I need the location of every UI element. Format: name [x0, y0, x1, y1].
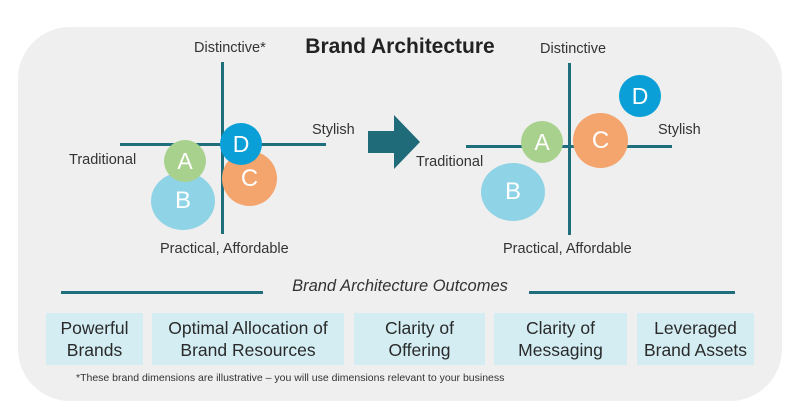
left-bubble-d: D [220, 123, 262, 165]
right-map-bottom-label: Practical, Affordable [503, 241, 632, 257]
right-bubble-a: A [521, 121, 563, 163]
right-map-right-label: Stylish [658, 122, 701, 138]
right-bubble-d: D [619, 75, 661, 117]
diagram-title: Brand Architecture [305, 35, 495, 58]
left-map-bottom-label: Practical, Affordable [160, 241, 289, 257]
left-bubble-a: A [164, 140, 206, 182]
footnote: *These brand dimensions are illustrative… [76, 372, 505, 384]
outcomes-divider-left [61, 291, 263, 294]
right-map-top-label: Distinctive [540, 41, 607, 57]
outcomes-divider-right [529, 291, 735, 294]
left-map-left-label: Traditional [69, 152, 137, 168]
right-bubble-b: B [481, 163, 545, 221]
outcomes-heading: Brand Architecture Outcomes [292, 277, 508, 295]
right-map-left-label: Traditional [416, 154, 484, 170]
left-map-top-label: Distinctive* [194, 40, 266, 56]
left-map-right-label: Stylish [312, 122, 355, 138]
right-map-vertical-axis [568, 63, 571, 235]
right-bubble-c: C [573, 113, 628, 168]
right-arrow-icon [368, 115, 420, 169]
